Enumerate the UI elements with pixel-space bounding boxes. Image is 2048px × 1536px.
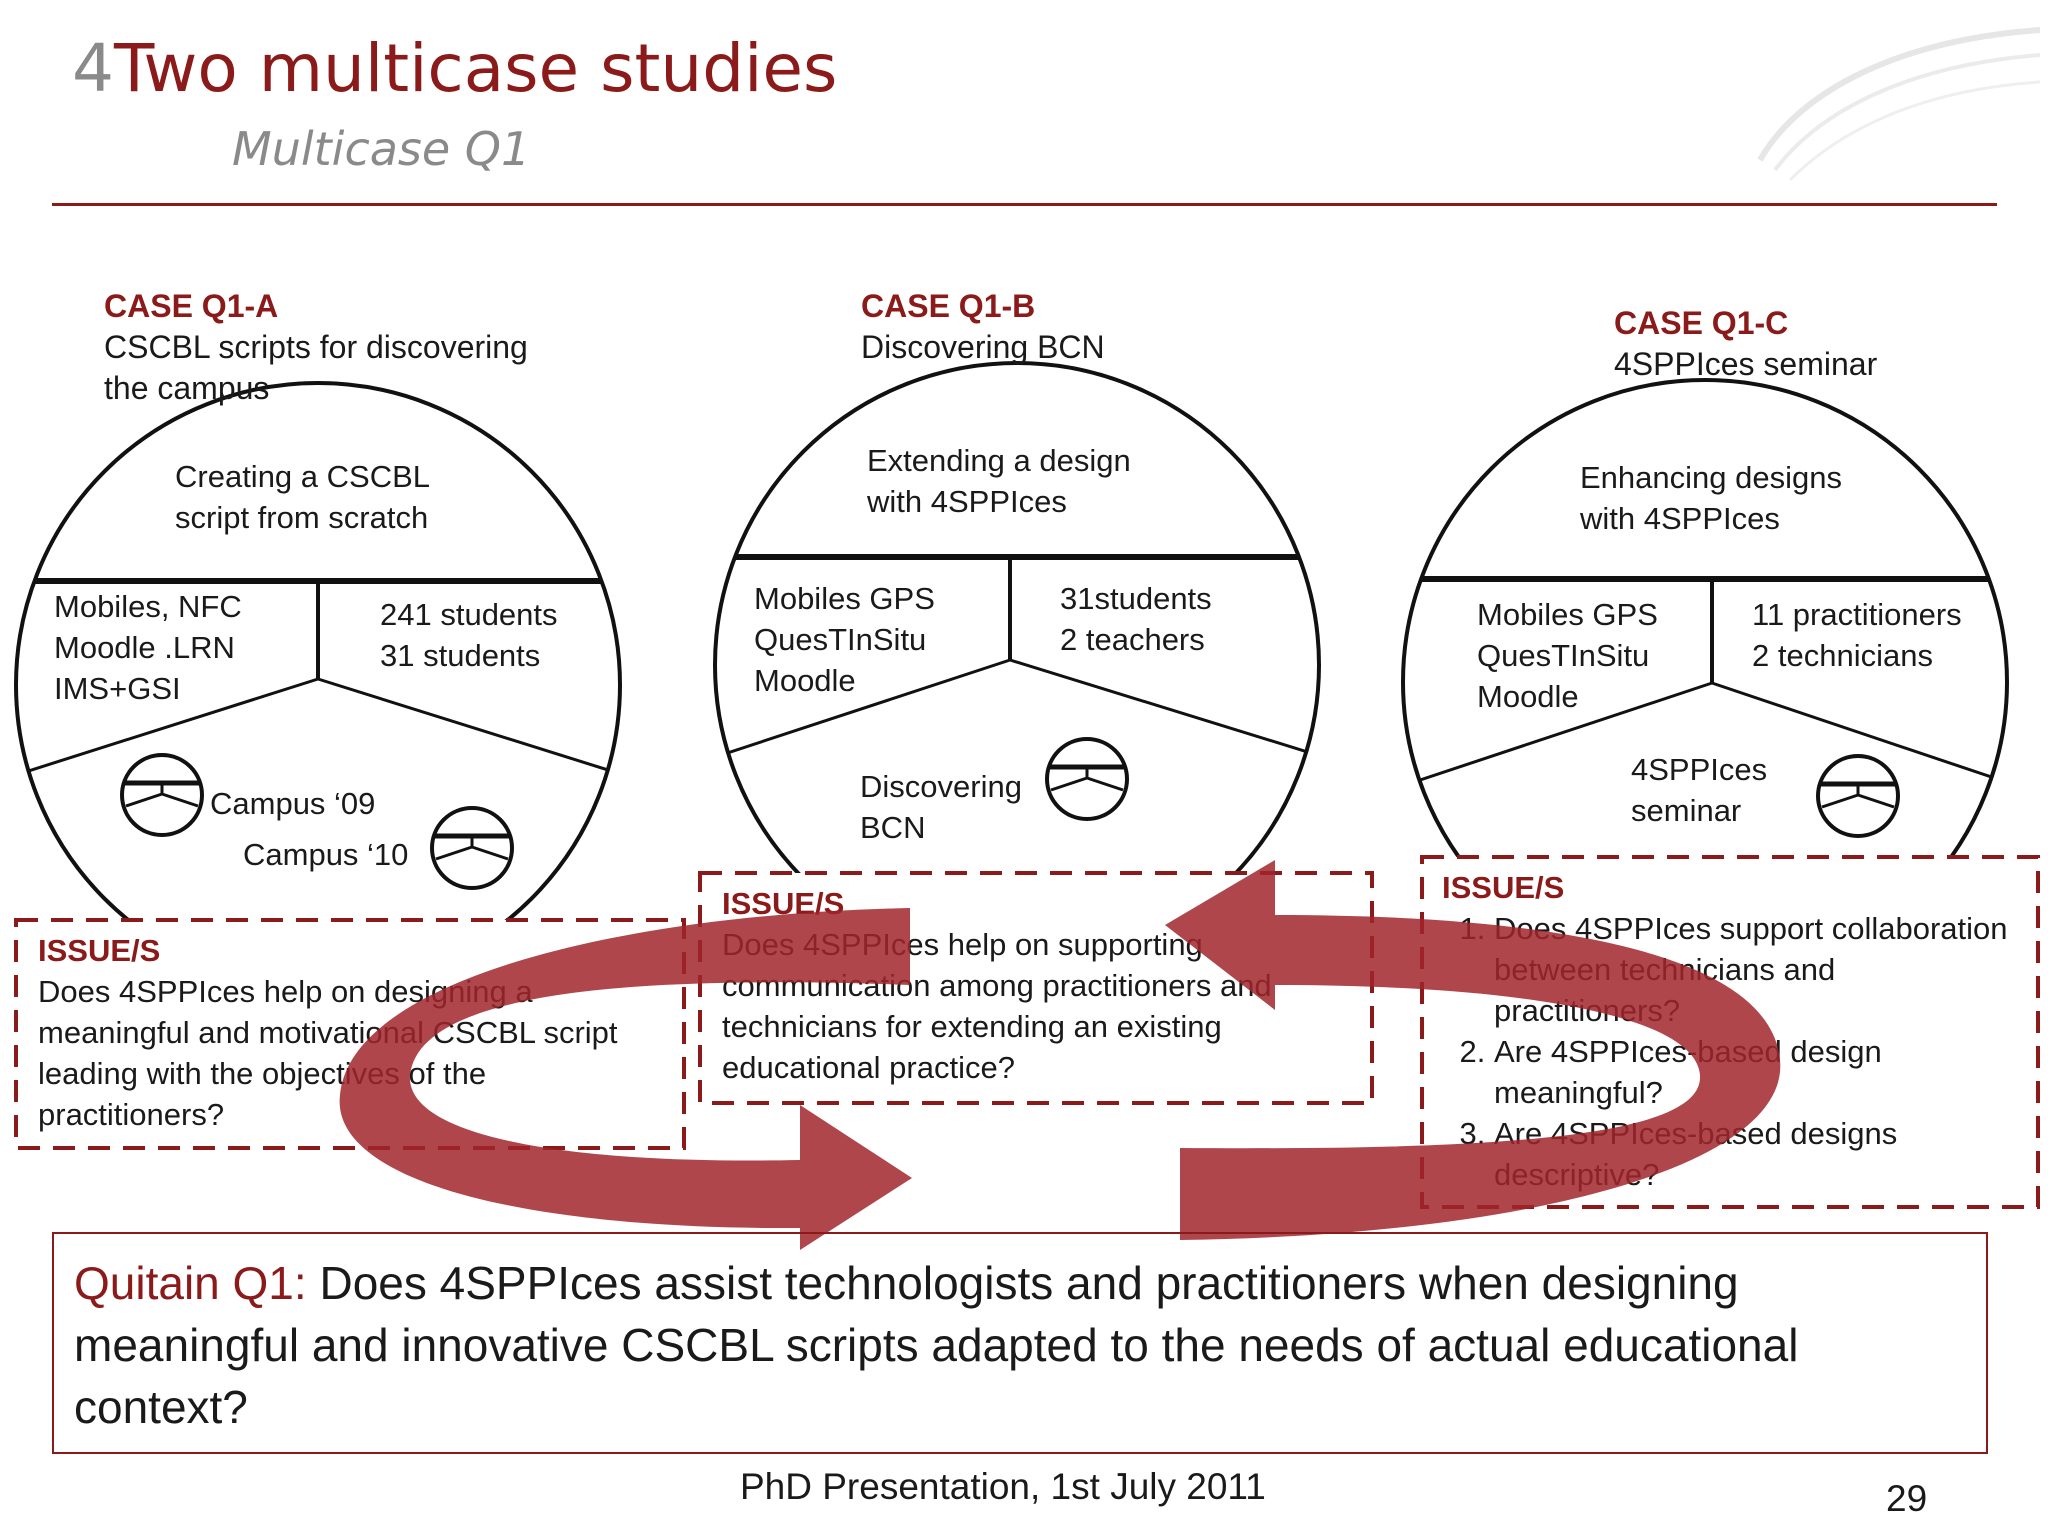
case-b-description: Discovering BCN (861, 329, 1105, 365)
case-a-header: CASE Q1-A CSCBL scripts for discovering … (104, 286, 528, 409)
issue-b-label: ISSUE/S (722, 886, 845, 921)
case-b-left-text: Mobiles GPS QuesTInSitu Moodle (754, 581, 935, 698)
title-number: 4 (72, 30, 114, 107)
page-number: 29 (1886, 1478, 1928, 1519)
research-question-text: Does 4SPPIces assist technologists and p… (74, 1257, 1799, 1433)
case-a-left-text: Mobiles, NFC Moodle .LRN IMS+GSI (54, 589, 242, 706)
case-c-header: CASE Q1-C 4SPPIces seminar (1614, 303, 1877, 385)
issue-a-label: ISSUE/S (38, 933, 161, 968)
case-a-right-text: 241 students 31 students (380, 597, 558, 673)
case-b-bottom-text: Discovering BCN (860, 769, 1022, 845)
case-c-label: CASE Q1-C (1614, 305, 1789, 341)
case-b-right-text: 31students 2 teachers (1060, 581, 1212, 657)
case-c-top-text: Enhancing designs with 4SPPIces (1580, 460, 1842, 536)
issue-c-item-3: Are 4SPPIces-based designs descriptive? (1494, 1113, 2022, 1195)
issue-c-item-2: Are 4SPPIces-based design meaningful? (1494, 1031, 2022, 1113)
case-c-bottom-text: 4SPPIces seminar (1631, 752, 1768, 828)
mini-circle-icon (1816, 754, 1900, 838)
case-c-description: 4SPPIces seminar (1614, 346, 1878, 382)
slide-subtitle: Multicase Q1 (232, 122, 531, 176)
issue-a-text: Does 4SPPIces help on designing a meanin… (38, 974, 618, 1132)
case-b-top-text: Extending a design with 4SPPIces (867, 443, 1131, 519)
issue-a-box: ISSUE/S Does 4SPPIces help on designing … (38, 930, 668, 1135)
case-a-label: CASE Q1-A (104, 288, 279, 324)
mini-circle-icon (1045, 737, 1129, 821)
case-c-right-text: 11 practitioners 2 technicians (1752, 597, 1962, 673)
title-text: Two multicase studies (114, 30, 838, 107)
case-a-top-text: Creating a CSCBL script from scratch (175, 459, 431, 535)
case-b-label: CASE Q1-B (861, 288, 1036, 324)
issue-b-box: ISSUE/S Does 4SPPIces help on supporting… (722, 883, 1362, 1088)
issue-c-item-1: Does 4SPPIces support collaboration betw… (1494, 908, 2022, 1031)
slide-title: 4Two multicase studies (72, 30, 837, 120)
case-a-bottom-text-2: Campus ‘10 (243, 837, 409, 872)
mini-circle-icon (430, 806, 514, 890)
mini-circle-icon (120, 753, 204, 837)
research-question-box: Quitain Q1: Does 4SPPIces assist technol… (52, 1232, 1988, 1454)
issue-c-label: ISSUE/S (1442, 870, 1565, 905)
issue-c-box: ISSUE/S Does 4SPPIces support collaborat… (1442, 867, 2022, 1195)
case-a-description: CSCBL scripts for discovering the campus (104, 329, 528, 406)
case-b-header: CASE Q1-B Discovering BCN (861, 286, 1105, 368)
case-b-circle (713, 361, 1321, 969)
footer-text: PhD Presentation, 1st July 2011 (740, 1466, 1266, 1507)
issue-c-list: Does 4SPPIces support collaboration betw… (1442, 908, 2022, 1195)
issue-b-text: Does 4SPPIces help on supporting communi… (722, 927, 1272, 1085)
title-divider (52, 203, 1997, 206)
research-question-label: Quitain Q1: (74, 1257, 307, 1309)
case-c-left-text: Mobiles GPS QuesTInSitu Moodle (1477, 597, 1658, 714)
case-a-bottom-text-1: Campus ‘09 (210, 786, 376, 821)
